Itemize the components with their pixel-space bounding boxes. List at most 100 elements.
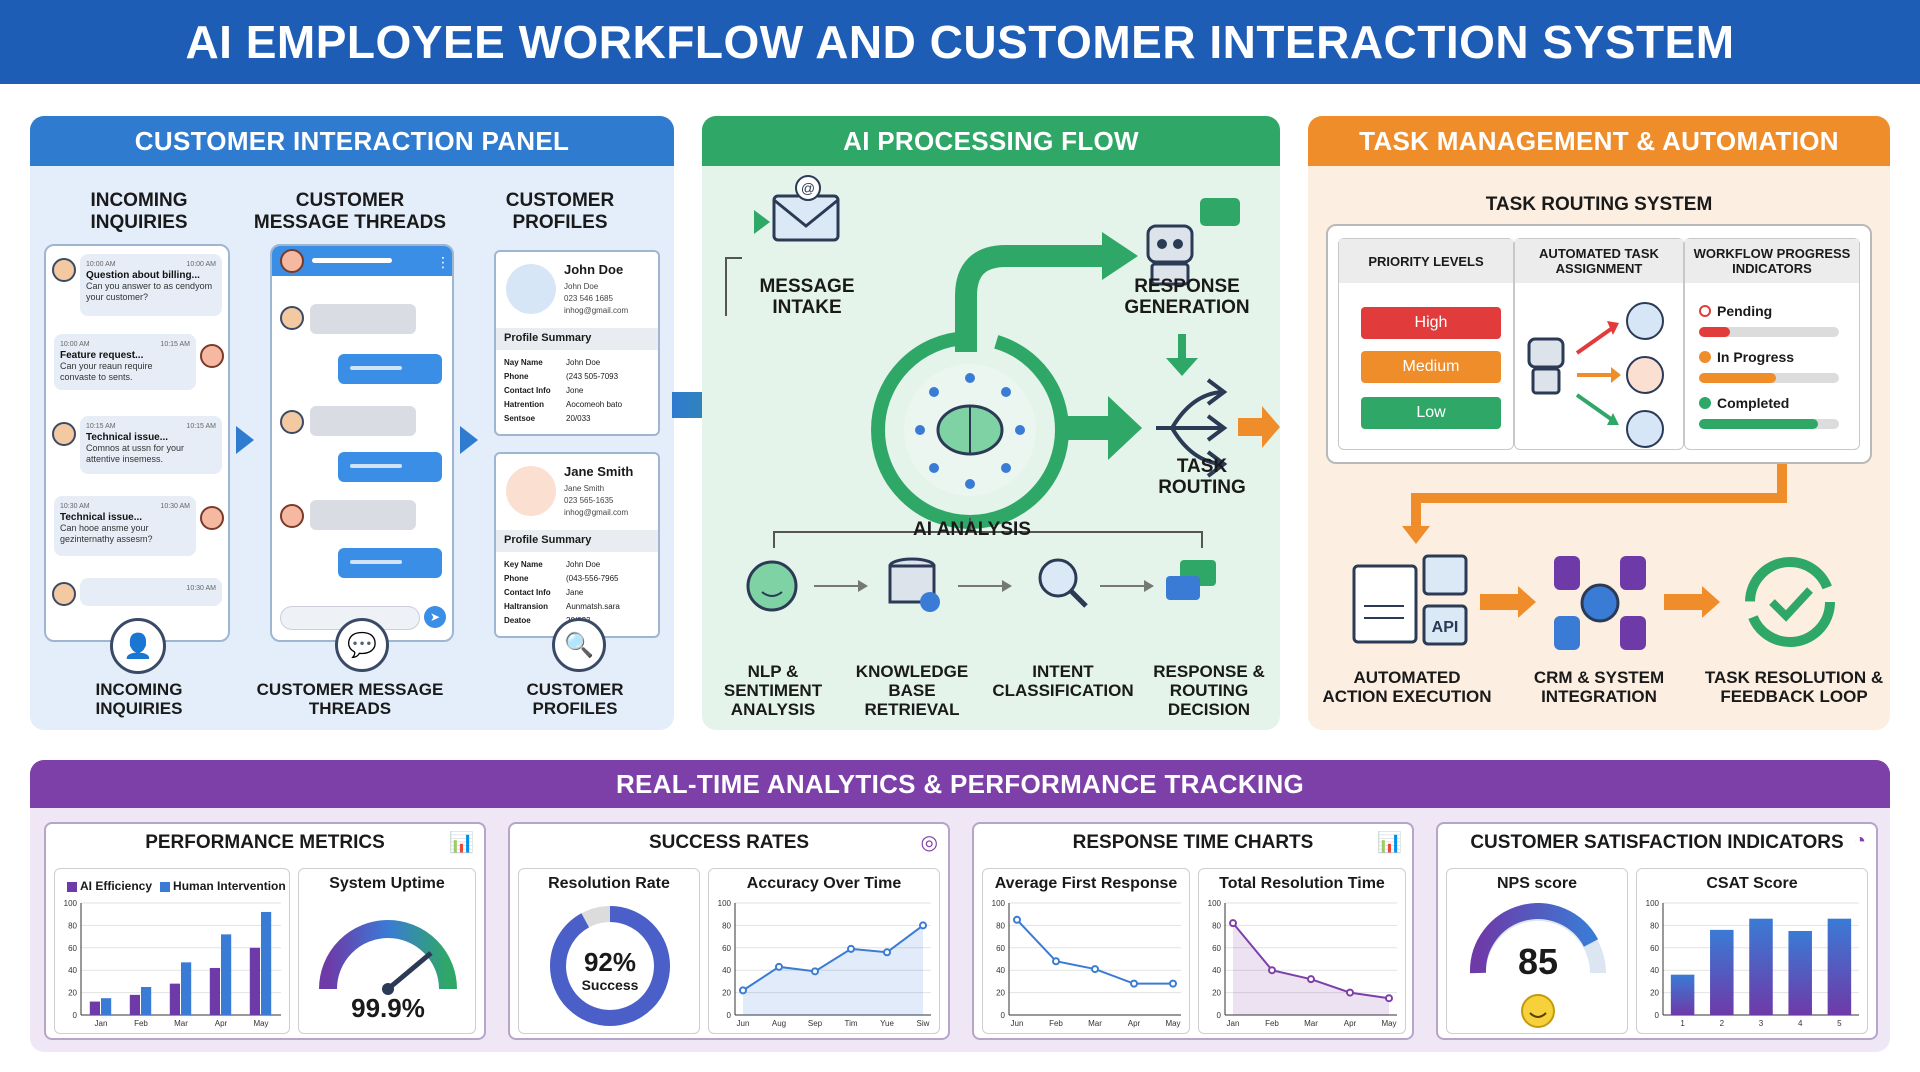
- uptime-gauge: System Uptime 99.9%: [298, 868, 476, 1034]
- profile-card[interactable]: John Doe John Doe 023 546 1685 inhog@gma…: [494, 250, 660, 436]
- performance-metrics-card: PERFORMANCE METRICS 📊 AI Efficiency Huma…: [44, 822, 486, 1040]
- caption-threads: CUSTOMER MESSAGE THREADS: [256, 680, 444, 718]
- data-point: [883, 948, 891, 957]
- x-tick-label: May: [1165, 1019, 1180, 1028]
- split-arrows-icon: [1156, 378, 1228, 478]
- y-tick-label: 40: [1212, 966, 1221, 975]
- bar: [1827, 918, 1852, 1015]
- message-input[interactable]: [280, 606, 420, 630]
- profile-card[interactable]: Jane Smith Jane Smith 023 565-1635 inhog…: [494, 452, 660, 638]
- priority-medium-button[interactable]: Medium: [1361, 351, 1501, 383]
- profile-email: inhog@gmail.com: [564, 508, 629, 517]
- avatar: [506, 264, 556, 314]
- agent-avatar: [1626, 302, 1664, 340]
- caption-inquiries: INCOMING INQUIRIES: [95, 680, 183, 718]
- bar: [1670, 974, 1695, 1015]
- priority-high-button[interactable]: High: [1361, 307, 1501, 339]
- response-time-title: RESPONSE TIME CHARTS: [1072, 832, 1314, 853]
- avatar: [52, 258, 76, 282]
- y-tick-label: 80: [1212, 921, 1221, 930]
- priority-levels-header: PRIORITY LEVELS: [1339, 239, 1513, 283]
- resolution-value: 92%: [583, 947, 637, 977]
- message-bubble-received: [310, 406, 416, 436]
- bar: [101, 998, 112, 1015]
- y-tick-label: 80: [722, 921, 731, 930]
- column-title-inquiries: INCOMING INQUIRIES: [90, 190, 188, 233]
- profile-email: inhog@gmail.com: [564, 306, 629, 315]
- priority-low-button[interactable]: Low: [1361, 397, 1501, 429]
- donut-chart: [550, 906, 670, 1026]
- step-intent-classification: INTENT CLASSIFICATION: [992, 662, 1134, 700]
- avatar: [200, 506, 224, 530]
- customer-satisfaction-title: CUSTOMER SATISFACTION INDICATORS: [1470, 832, 1844, 853]
- x-tick-label: Jun: [737, 1019, 750, 1028]
- accuracy-title: Accuracy Over Time: [746, 875, 902, 892]
- x-tick-label: 1: [1680, 1019, 1685, 1028]
- step-knowledge-base: KNOWLEDGE BASE RETRIEVAL: [855, 662, 969, 719]
- page-title: AI EMPLOYEE WORKFLOW AND CUSTOMER INTERA…: [185, 16, 1735, 68]
- y-tick-label: 80: [996, 921, 1005, 930]
- progress-completed-track: [1699, 419, 1839, 429]
- data-point: [1385, 994, 1393, 1003]
- area-fill: [1233, 923, 1389, 1015]
- avatar: [280, 249, 304, 273]
- profile-name: Jane Smith: [564, 464, 634, 479]
- response-time-card: RESPONSE TIME CHARTS 📊 Average First Res…: [972, 822, 1414, 1040]
- series-line: [1016, 919, 1173, 985]
- task-panel-header: TASK MANAGEMENT & AUTOMATION: [1308, 116, 1890, 166]
- bar: [89, 1001, 100, 1015]
- send-icon[interactable]: ➤: [424, 606, 446, 628]
- ai-panel-header: AI PROCESSING FLOW: [702, 116, 1280, 166]
- uptime-title: System Uptime: [329, 875, 445, 892]
- task-routing-label: TASK ROUTING: [1158, 456, 1246, 498]
- performance-metrics-title: PERFORMANCE METRICS: [145, 832, 385, 853]
- message-threads-window[interactable]: ⋮ ➤: [270, 244, 454, 642]
- more-options-icon[interactable]: ⋮: [436, 254, 450, 270]
- resolution-time-title: Total Resolution Time: [1219, 875, 1385, 892]
- magnifier-icon: [1038, 558, 1088, 608]
- bar-chart-icon: 📊: [449, 832, 474, 854]
- first-response-title: Average First Response: [994, 875, 1178, 892]
- y-tick-label: 20: [996, 989, 1005, 998]
- arrow-right-icon: [460, 426, 478, 454]
- progress-fill: [1699, 327, 1730, 337]
- check-icon: [1699, 351, 1711, 363]
- series-line: [742, 924, 924, 992]
- progress-inprogress-track: [1699, 373, 1839, 383]
- y-tick-label: 0: [727, 1011, 732, 1020]
- data-point: [1169, 979, 1177, 988]
- avatar: [280, 410, 304, 434]
- bar: [221, 934, 232, 1015]
- y-tick-label: 0: [73, 1011, 78, 1020]
- data-point: [1052, 957, 1060, 966]
- csat-title: CSAT Score: [1706, 875, 1798, 892]
- y-tick-label: 0: [1001, 1011, 1006, 1020]
- bar: [261, 911, 272, 1015]
- inquiry-item[interactable]: 10:30 AM: [80, 578, 222, 606]
- uptime-value: 99.9%: [351, 993, 425, 1023]
- data-point: [1346, 988, 1354, 997]
- chat-icon: 💬: [335, 618, 389, 672]
- y-tick-label: 60: [1212, 944, 1221, 953]
- success-rates-card: SUCCESS RATES ◎ Resolution Rate 92% Succ…: [508, 822, 950, 1040]
- x-tick-label: Apr: [1128, 1019, 1141, 1028]
- y-tick-label: 40: [722, 966, 731, 975]
- x-tick-label: Mar: [174, 1019, 188, 1028]
- code-document-icon: API: [1352, 554, 1468, 646]
